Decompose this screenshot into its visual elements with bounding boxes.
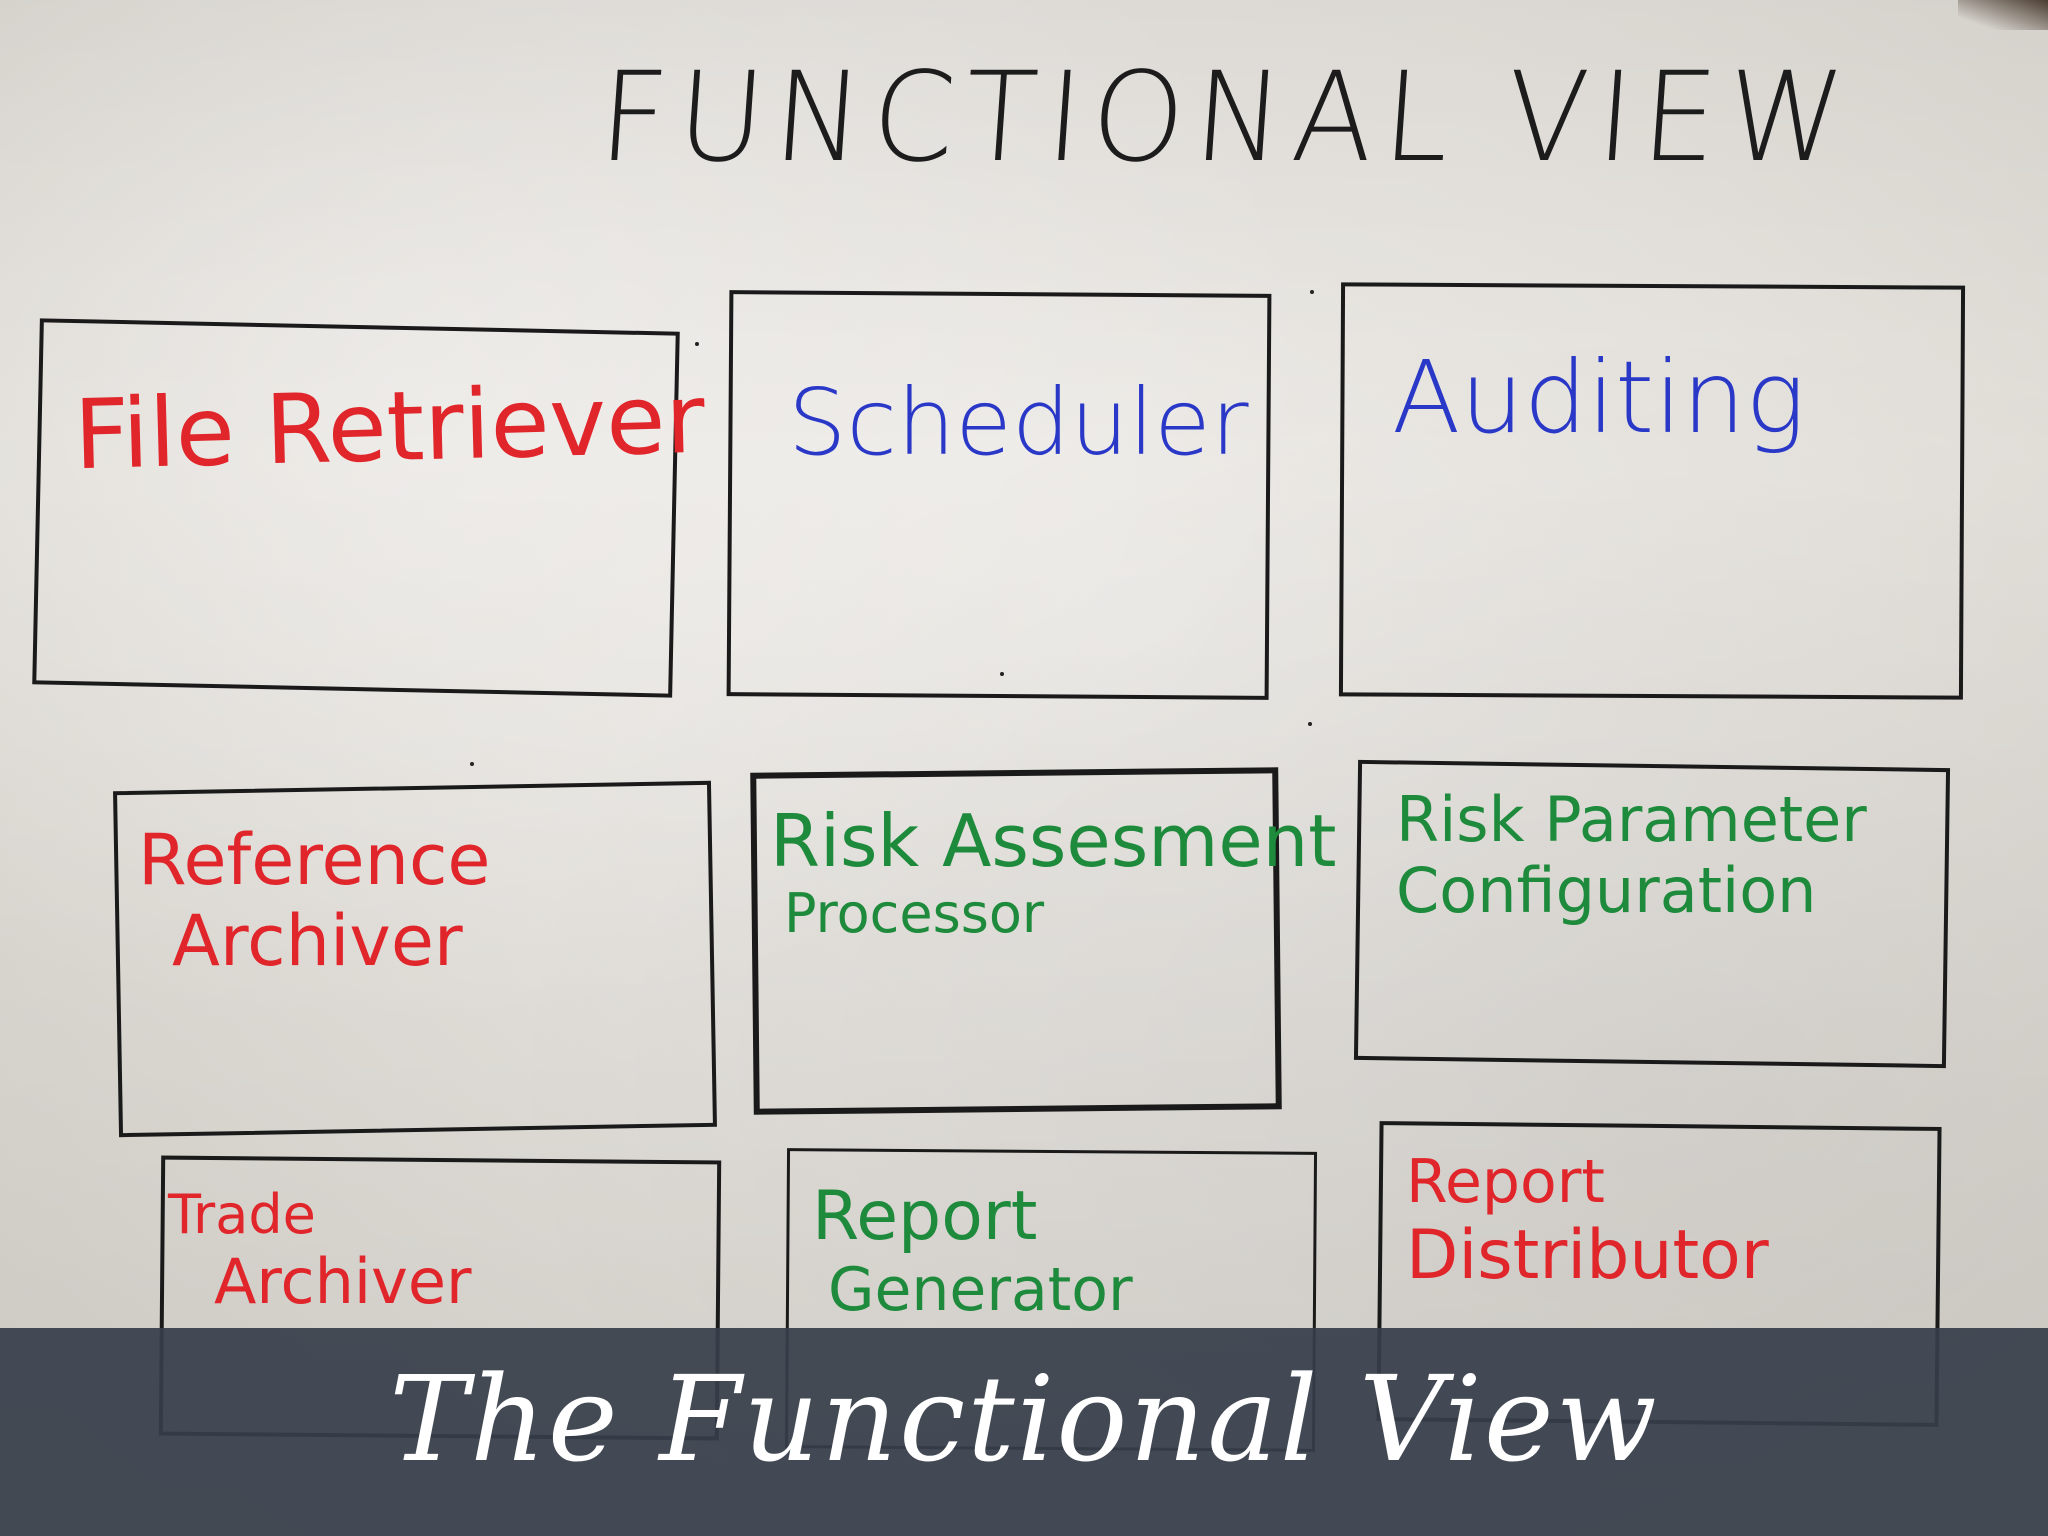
- label-line: Archiver: [172, 899, 463, 982]
- label-risk-assessment-processor: Risk Assesment Processor: [770, 800, 1337, 945]
- label-line: Risk Assesment: [770, 799, 1337, 883]
- label-report-distributor: Report Distributor: [1406, 1148, 1769, 1295]
- label-line: Report: [812, 1177, 1038, 1256]
- marker-speck: [470, 762, 474, 766]
- marker-speck: [1308, 722, 1312, 726]
- label-scheduler: Scheduler: [788, 370, 1249, 476]
- label-line: Distributor: [1406, 1216, 1769, 1295]
- whiteboard-title: FUNCTIONAL VIEW: [594, 44, 1859, 190]
- label-line: Processor: [784, 881, 1045, 945]
- caption-text: The Functional View: [389, 1350, 1659, 1488]
- background-corner: [1958, 0, 2048, 30]
- label-auditing: Auditing: [1392, 340, 1805, 455]
- label-line: Reference: [138, 819, 491, 901]
- label-risk-parameter-configuration: Risk Parameter Configuration: [1396, 784, 1867, 927]
- marker-speck: [1310, 290, 1314, 294]
- label-trade-archiver: Trade Archiver: [168, 1183, 472, 1319]
- label-line: Archiver: [214, 1245, 472, 1319]
- marker-speck: [695, 342, 699, 346]
- label-line: Generator: [828, 1255, 1133, 1326]
- label-line: Auditing: [1392, 339, 1806, 456]
- label-line: Trade: [168, 1183, 316, 1246]
- label-line: Configuration: [1396, 854, 1817, 928]
- caption-banner: [0, 1328, 2048, 1536]
- label-reference-archiver: Reference Archiver: [138, 820, 491, 981]
- label-line: Report: [1406, 1147, 1605, 1217]
- marker-speck: [1000, 672, 1004, 676]
- label-file-retriever: File Retriever: [72, 362, 707, 492]
- label-line: Risk Parameter: [1396, 783, 1867, 856]
- label-line: Scheduler: [788, 369, 1249, 476]
- label-report-generator: Report Generator: [812, 1177, 1133, 1326]
- box-scheduler: [726, 290, 1272, 700]
- label-line: File Retriever: [72, 362, 707, 492]
